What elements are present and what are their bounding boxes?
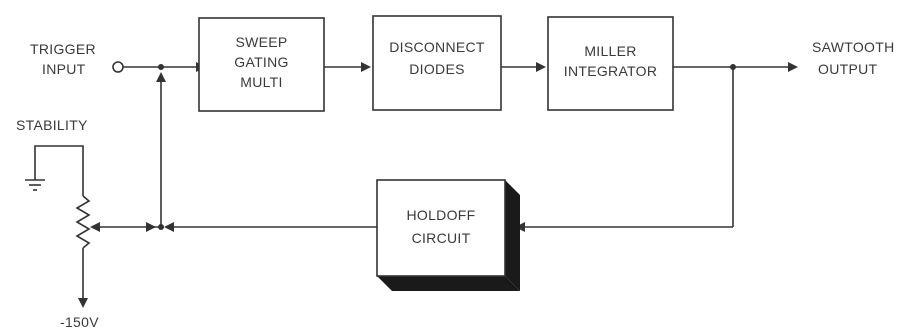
trigger-input-label-line1: TRIGGER bbox=[30, 41, 96, 57]
trigger-input-label-line2: INPUT bbox=[42, 61, 86, 77]
arrow-up-to-top-junction bbox=[156, 72, 166, 82]
stability-label: STABILITY bbox=[16, 117, 88, 133]
sweep-gating-multi-line2: GATING bbox=[234, 54, 288, 70]
arrow-into-lower-junction bbox=[164, 222, 174, 232]
miller-integrator-line2: INTEGRATOR bbox=[564, 63, 658, 79]
supply-voltage-label: -150V bbox=[60, 314, 99, 330]
wire-ground-to-pot bbox=[34, 145, 84, 196]
trigger-input-terminal bbox=[112, 61, 124, 73]
arrow-to-output bbox=[788, 62, 798, 72]
arrow-to-supply bbox=[78, 298, 88, 308]
arrow-into-diodes bbox=[361, 62, 371, 72]
arrow-into-pot-wiper bbox=[90, 222, 100, 232]
sweep-gating-multi-line3: MULTI bbox=[240, 74, 282, 90]
arrow-into-miller bbox=[536, 62, 546, 72]
arrow-toward-junction bbox=[146, 222, 156, 232]
sawtooth-output-label-line2: OUTPUT bbox=[818, 61, 877, 77]
holdoff-circuit-line2: CIRCUIT bbox=[412, 230, 471, 246]
holdoff-block-shadow bbox=[377, 276, 520, 291]
miller-integrator-block bbox=[547, 16, 674, 111]
miller-integrator-line1: MILLER bbox=[584, 43, 636, 59]
sweep-gating-multi-block bbox=[198, 17, 325, 112]
sawtooth-output-label-line1: SAWTOOTH bbox=[812, 39, 895, 55]
disconnect-diodes-line1: DISCONNECT bbox=[389, 39, 485, 55]
stability-potentiometer bbox=[75, 195, 91, 249]
disconnect-diodes-line2: DIODES bbox=[409, 61, 464, 77]
holdoff-block-shadow-side bbox=[505, 180, 520, 291]
disconnect-diodes-block bbox=[372, 15, 502, 111]
sweep-gating-multi-line1: SWEEP bbox=[235, 34, 287, 50]
holdoff-circuit-line1: HOLDOFF bbox=[407, 207, 476, 223]
holdoff-circuit-block bbox=[376, 179, 506, 277]
